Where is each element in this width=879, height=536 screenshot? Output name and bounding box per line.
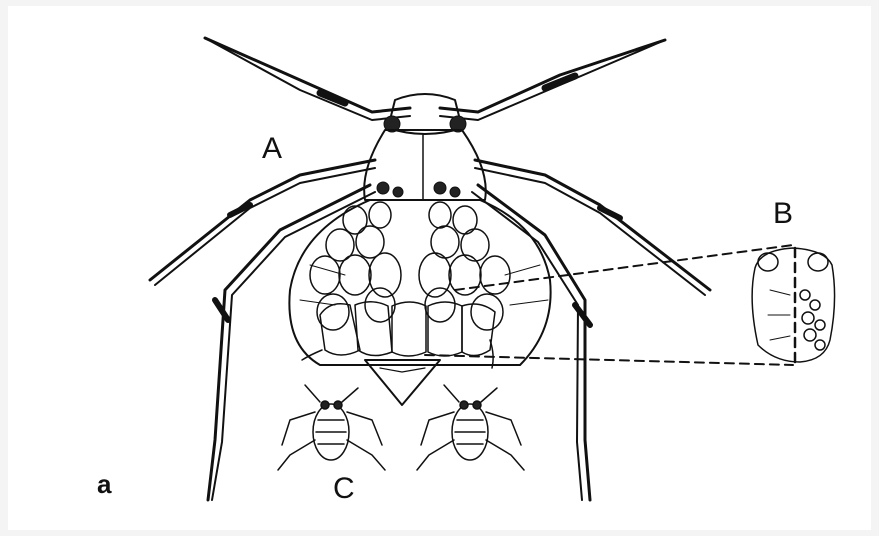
embryo-chain-right	[419, 202, 510, 330]
nymph-right	[417, 385, 524, 470]
right-antenna	[440, 40, 665, 120]
thorax	[364, 130, 486, 200]
right-middle-leg	[472, 185, 590, 500]
embryo-inset	[752, 248, 834, 368]
cauda	[365, 360, 440, 405]
left-antenna	[205, 38, 410, 120]
nymph-left	[278, 385, 385, 470]
panel-label: a	[97, 471, 111, 497]
label-c-nymphs: C	[333, 474, 355, 504]
mature-embryo-cluster	[302, 302, 495, 368]
label-b-embryo: B	[773, 199, 793, 229]
head	[384, 94, 466, 134]
label-a-adult: A	[262, 134, 282, 164]
